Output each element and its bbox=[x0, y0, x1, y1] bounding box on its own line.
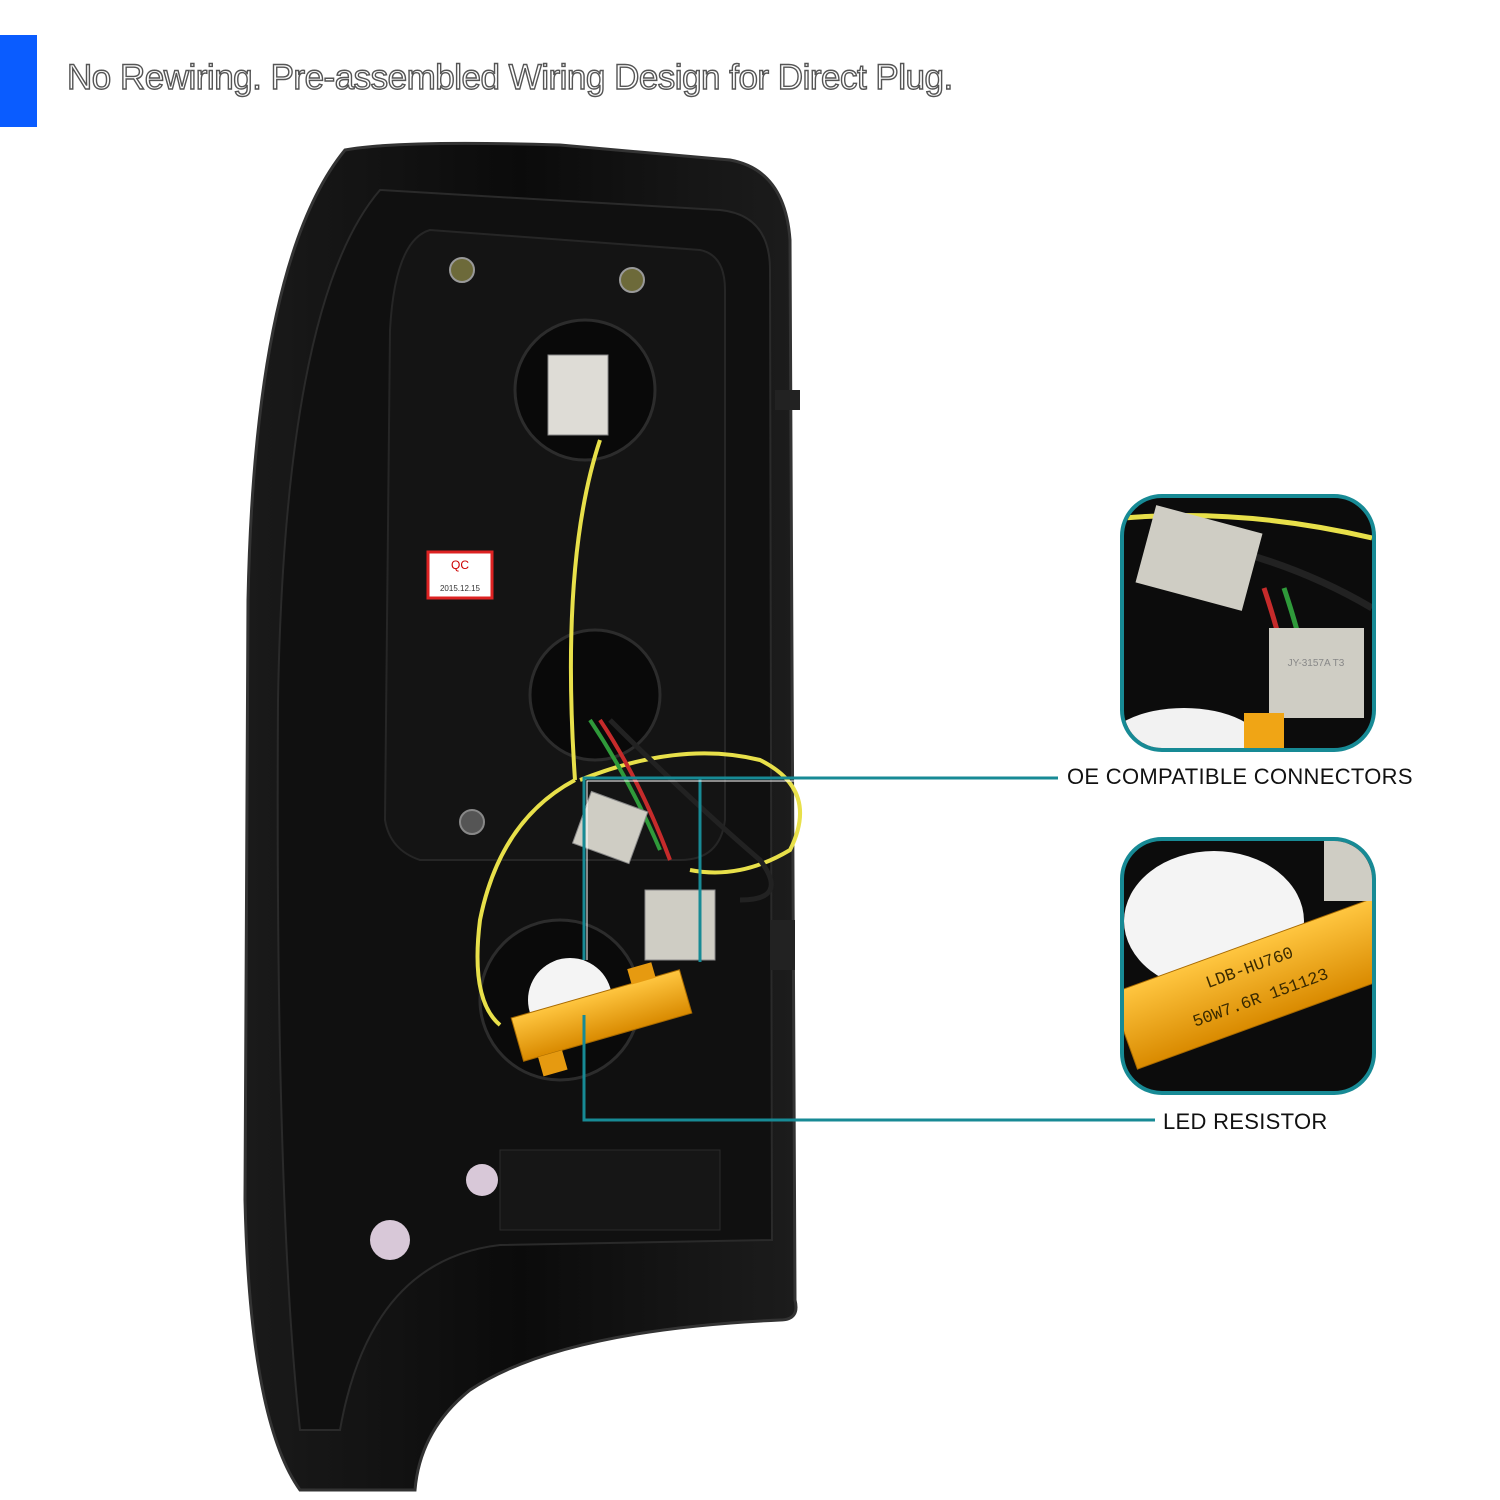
page-title: No Rewiring. Pre-assembled Wiring Design… bbox=[66, 57, 954, 97]
qc-label: QC bbox=[451, 558, 469, 572]
led-resistor bbox=[510, 962, 693, 1077]
connectors-closeup: JY-3157A T3 bbox=[1120, 494, 1376, 752]
accent-bar bbox=[0, 35, 37, 127]
callout-label-resistor: LED RESISTOR bbox=[1163, 1109, 1328, 1134]
callout-label-connectors: OE COMPATIBLE CONNECTORS bbox=[1067, 764, 1413, 789]
qc-sticker bbox=[426, 550, 494, 600]
callout-lines bbox=[582, 776, 1155, 1122]
qc-date: 2015.12.15 bbox=[440, 584, 481, 593]
connector-marking: JY-3157A T3 bbox=[1288, 658, 1345, 669]
resistor-closeup: LDB-HU760 50W7.6R 151123 bbox=[1120, 837, 1376, 1095]
